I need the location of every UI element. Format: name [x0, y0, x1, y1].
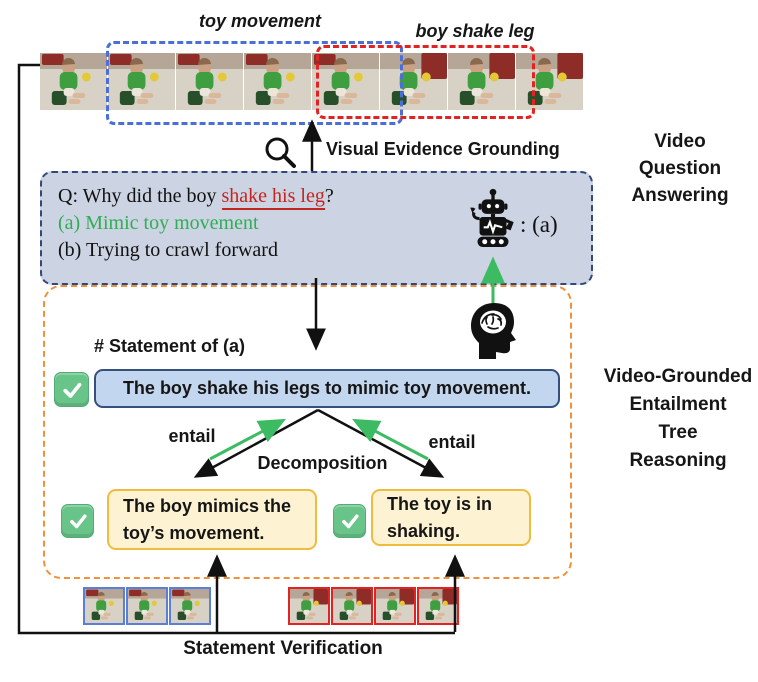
video-frame-image	[312, 53, 379, 110]
check-icon	[61, 504, 94, 538]
root-statement-text: The boy shake his legs to mimic toy move…	[123, 378, 531, 399]
video-frame	[312, 53, 379, 110]
video-frame-image	[108, 53, 175, 110]
video-frame-image	[290, 589, 328, 623]
video-frame-image	[85, 589, 123, 623]
video-filmstrip	[40, 53, 584, 110]
video-frame-image	[376, 589, 414, 623]
video-frame-image	[128, 589, 166, 623]
checkmark-glyph	[339, 510, 361, 532]
video-question-answering-label: Video Question Answering	[606, 128, 754, 209]
robot-icon	[467, 188, 519, 248]
brain-head-icon	[466, 301, 528, 363]
entail-label-left: entail	[160, 426, 224, 447]
video-frame	[244, 53, 311, 110]
right-child-statement-box: The toy is in shaking.	[371, 489, 531, 546]
video-frame-image	[380, 53, 447, 110]
verification-filmstrip-red	[288, 587, 460, 625]
video-frame-image	[448, 53, 515, 110]
video-frame-image	[516, 53, 583, 110]
video-frame	[417, 587, 459, 625]
video-frame-image	[419, 589, 457, 623]
toy-movement-label: toy movement	[185, 11, 335, 32]
video-frame	[126, 587, 168, 625]
checkmark-glyph	[67, 510, 89, 532]
check-icon	[333, 504, 366, 538]
question-highlight: shake his leg	[222, 185, 325, 210]
robot-answer-text: : (a)	[520, 212, 558, 238]
verification-filmstrip-blue	[83, 587, 212, 625]
video-frame	[169, 587, 211, 625]
video-frame	[331, 587, 373, 625]
video-frame	[108, 53, 175, 110]
video-frame	[516, 53, 583, 110]
video-frame-image	[171, 589, 209, 623]
video-frame-image	[333, 589, 371, 623]
boy-shake-leg-label: boy shake leg	[400, 21, 550, 42]
statement-header: # Statement of (a)	[94, 336, 245, 357]
video-frame-image	[40, 53, 107, 110]
left-child-statement-box: The boy mimics the toy’s movement.	[107, 489, 317, 550]
video-frame	[83, 587, 125, 625]
root-statement-box: The boy shake his legs to mimic toy move…	[94, 369, 560, 408]
decomposition-label: Decomposition	[250, 453, 395, 474]
entailment-tree-reasoning-label: Video-Grounded Entailment Tree Reasoning	[597, 363, 758, 475]
check-icon	[54, 372, 89, 407]
video-frame	[288, 587, 330, 625]
entail-label-right: entail	[420, 432, 484, 453]
video-frame-image	[244, 53, 311, 110]
magnifier-icon	[263, 135, 299, 171]
video-frame	[40, 53, 107, 110]
visual-evidence-grounding-label: Visual Evidence Grounding	[326, 139, 560, 160]
question-prefix: Q: Why did the boy	[58, 185, 222, 207]
checkmark-glyph	[60, 378, 84, 402]
question-suffix: ?	[325, 185, 334, 207]
statement-verification-label: Statement Verification	[148, 638, 418, 660]
video-frame-image	[176, 53, 243, 110]
video-frame	[448, 53, 515, 110]
video-frame	[176, 53, 243, 110]
video-frame	[380, 53, 447, 110]
video-frame	[374, 587, 416, 625]
